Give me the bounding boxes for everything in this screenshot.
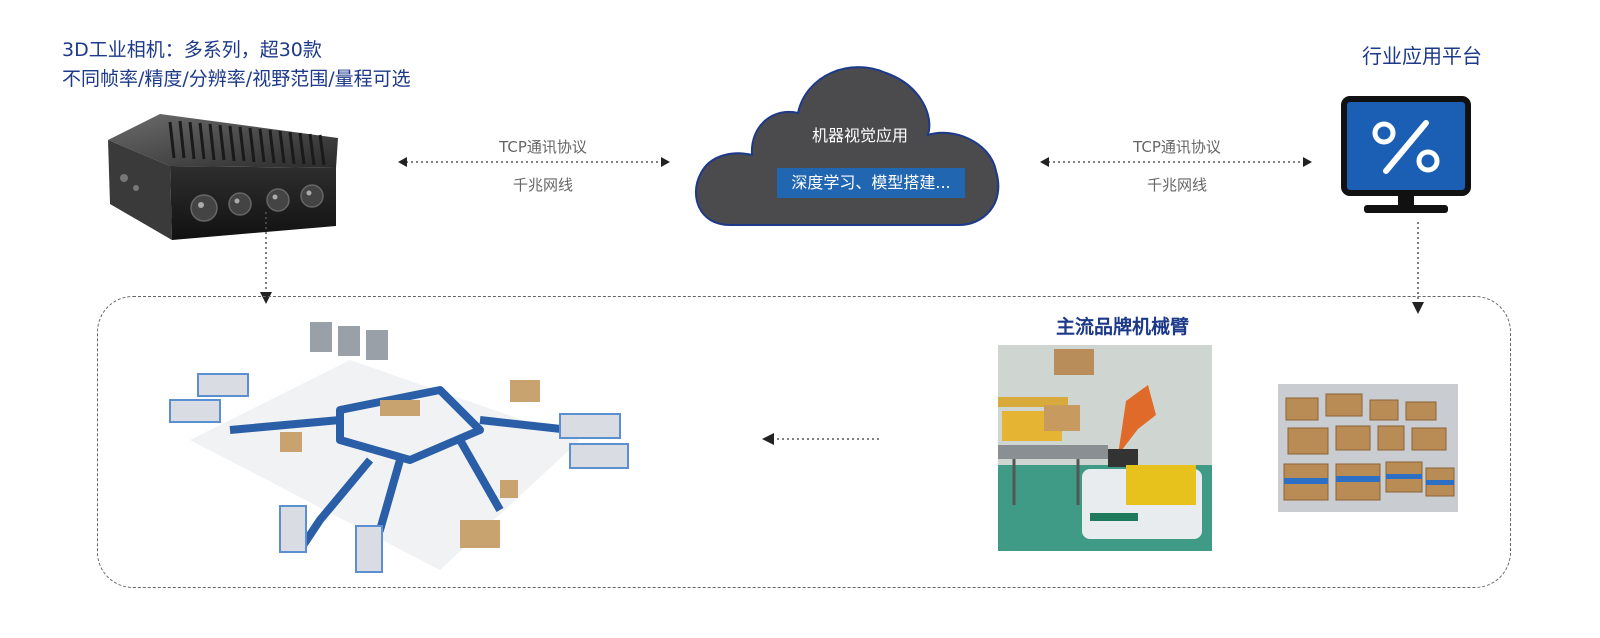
- application-scene-frame: [97, 296, 1511, 588]
- right-network-label: 千兆网线: [1146, 176, 1207, 194]
- 3d-camera-illustration: [108, 114, 338, 240]
- cloud-subtitle: 深度学习、模型搭建...: [777, 168, 965, 198]
- camera-title-line1: 3D工业相机：多系列，超30款: [62, 39, 322, 61]
- logistics-warehouse-illustration: [169, 322, 629, 573]
- platform-down-arrow: [1412, 222, 1424, 314]
- left-bidirectional-arrow: [398, 157, 670, 167]
- cloud-title: 机器视觉应用: [811, 126, 908, 145]
- left-protocol-label: TCP通讯协议: [499, 138, 587, 156]
- robot-arm-illustration: [998, 345, 1212, 551]
- parcel-boxes-illustration: [1278, 384, 1458, 512]
- return-left-arrow: [762, 433, 880, 445]
- left-network-label: 千兆网线: [512, 176, 573, 194]
- right-protocol-label: TCP通讯协议: [1133, 138, 1221, 156]
- camera-title-line2: 不同帧率/精度/分辨率/视野范围/量程可选: [62, 68, 411, 90]
- camera-title: 3D工业相机：多系列，超30款 不同帧率/精度/分辨率/视野范围/量程可选: [62, 36, 411, 94]
- camera-down-arrow: [260, 212, 272, 304]
- robot-arm-title: 主流品牌机械臂: [1056, 316, 1190, 338]
- right-bidirectional-arrow: [1040, 157, 1312, 167]
- platform-title: 行业应用平台: [1362, 44, 1482, 68]
- percent-monitor-icon: [1341, 96, 1471, 213]
